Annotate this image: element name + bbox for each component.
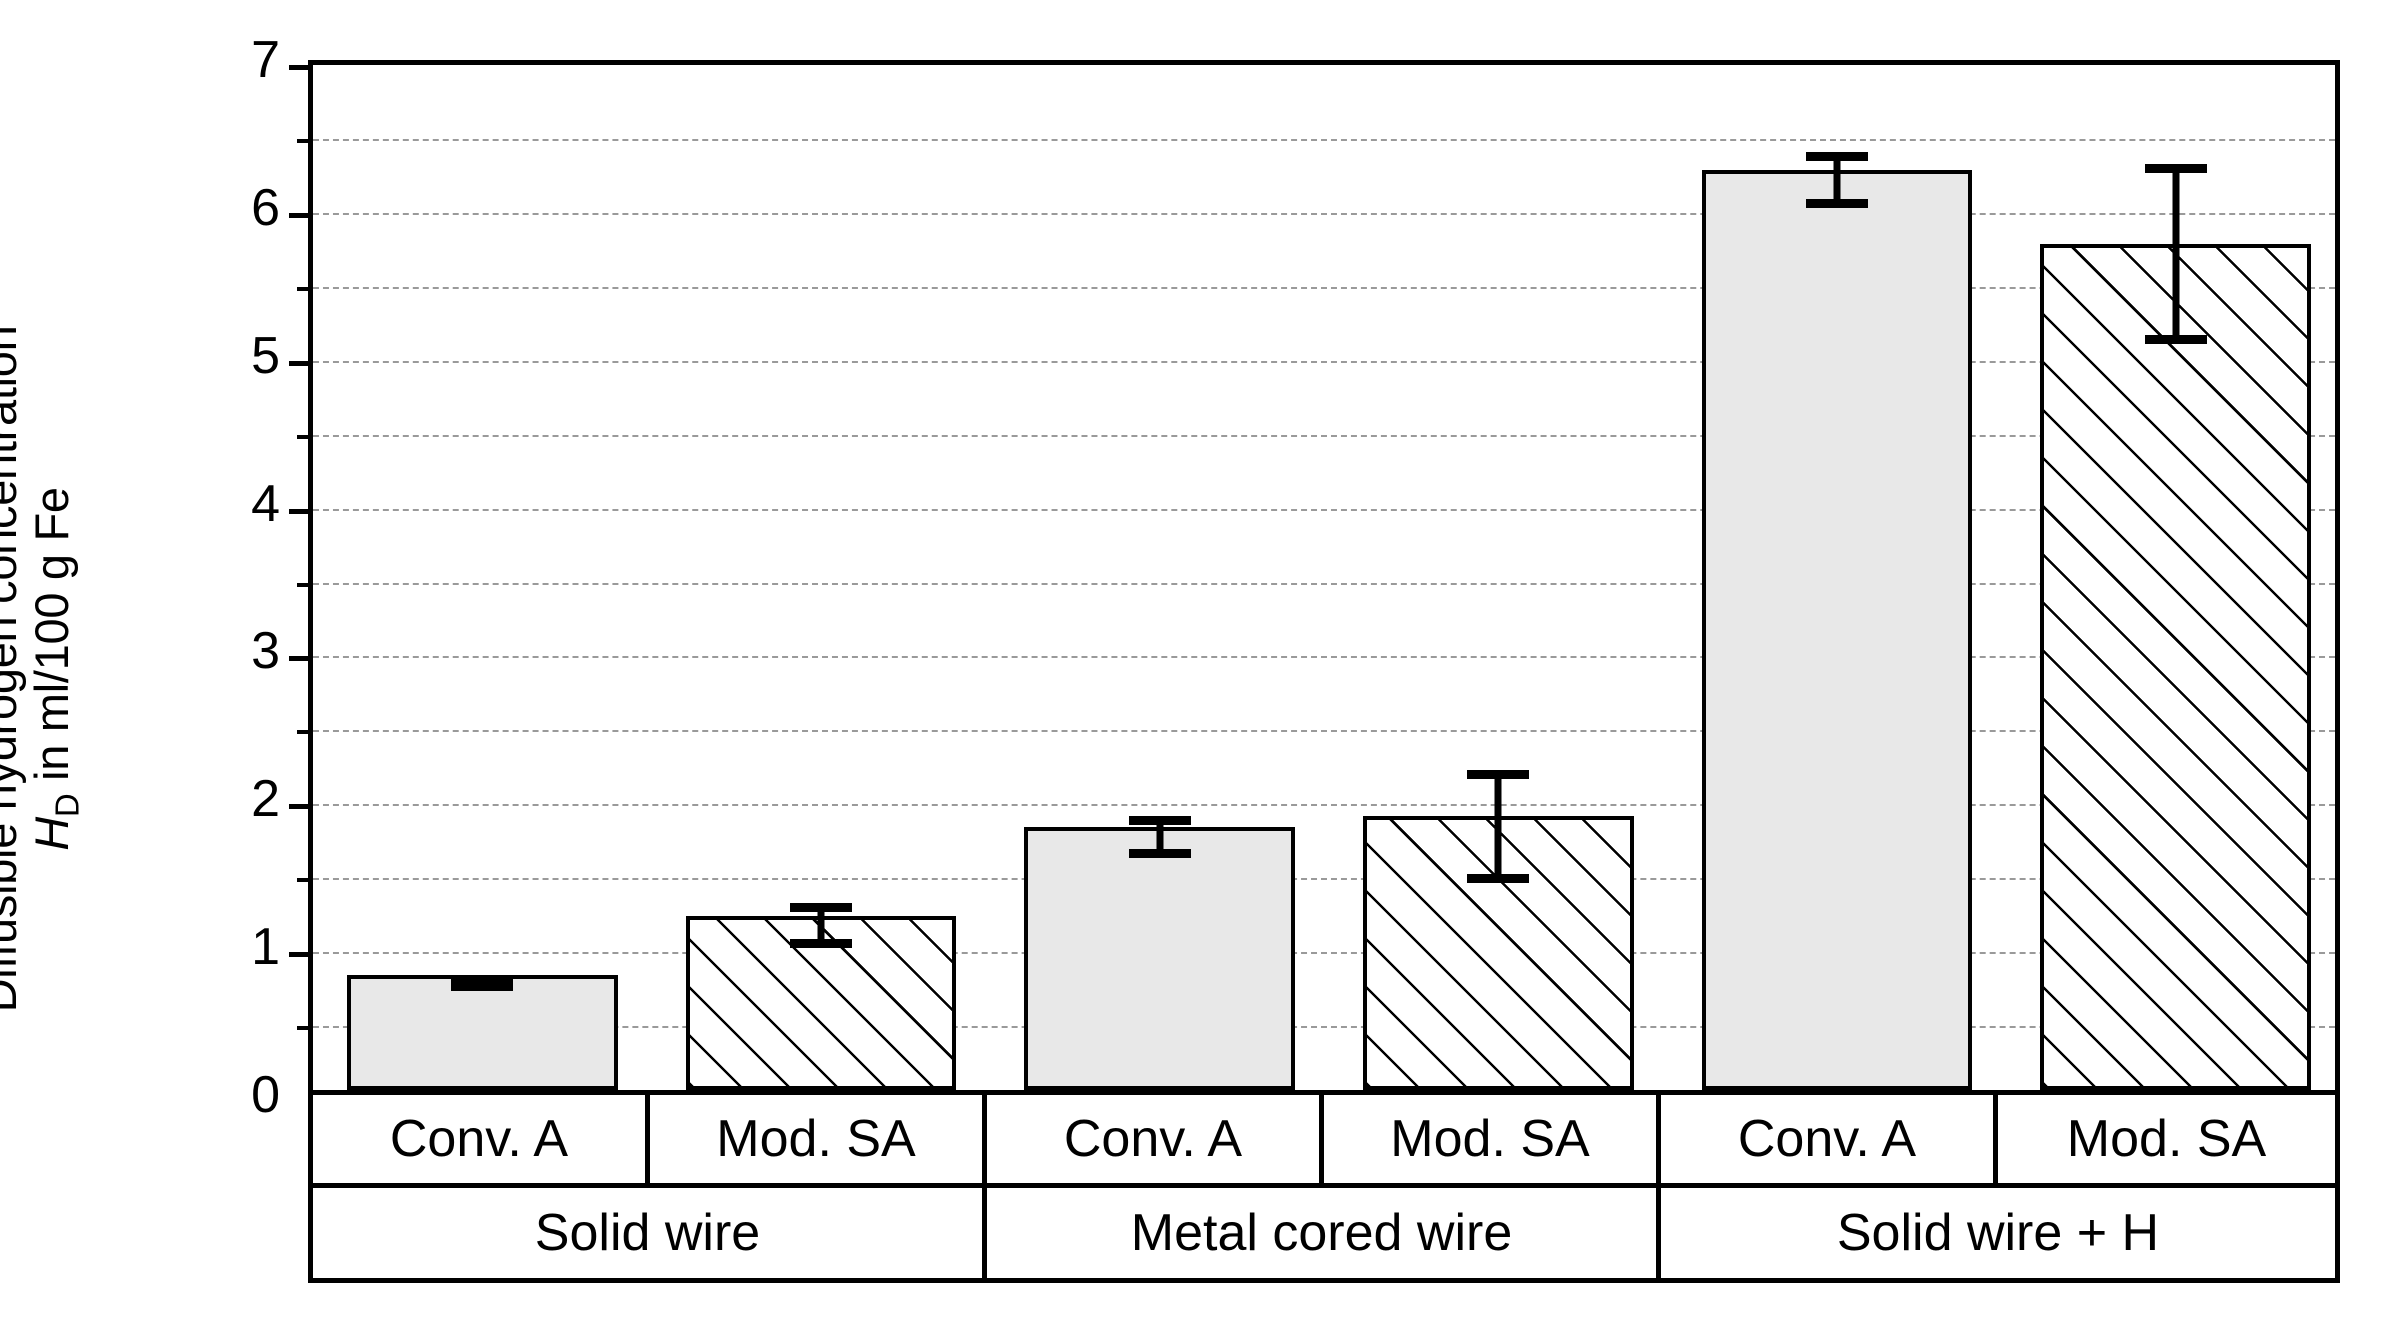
y-axis-title-line2: HD in ml/100 g Fe (25, 487, 86, 851)
error-bar-cap-top (1467, 770, 1530, 780)
gridline (313, 952, 2335, 955)
gridline (313, 508, 2335, 511)
error-bar (1458, 770, 1538, 883)
y-axis-tick-label: 7 (251, 31, 280, 89)
y-axis-tick-major (289, 804, 313, 810)
y-axis-tick-minor (297, 582, 313, 587)
error-bar-cap-bottom (790, 938, 852, 948)
gridline (313, 582, 2335, 585)
y-axis-tick-label: 5 (251, 326, 280, 385)
gridline (313, 286, 2335, 289)
gridline (313, 730, 2335, 733)
gridline (313, 212, 2335, 215)
y-axis-title-line1: Diffusible hydrogen concentration (0, 325, 26, 1013)
error-bar-line (1833, 152, 1841, 209)
error-bar-cap-top (2144, 164, 2207, 174)
error-bar-cap-bottom (451, 981, 514, 991)
plot-area (289, 60, 2340, 1095)
y-axis-title-subscript: D (48, 793, 86, 818)
y-axis-tick-minor (297, 730, 313, 735)
category-cell-variant: Conv. A (1661, 1095, 1998, 1183)
gridline (313, 804, 2335, 807)
y-axis-tick-major (289, 360, 313, 366)
error-bar-cap-bottom (2144, 335, 2207, 345)
error-bar-line (1494, 770, 1502, 883)
y-axis-tick-minor (297, 286, 313, 291)
y-axis-tick-major (289, 65, 313, 70)
y-axis-tick-label: 4 (251, 474, 280, 533)
y-axis-tick-minor (297, 1026, 313, 1031)
y-axis-tick-major (289, 212, 313, 218)
bar (346, 974, 618, 1090)
y-axis-tick-minor (297, 878, 313, 883)
y-axis-tick-major (289, 952, 313, 958)
error-bar-cap-top (1128, 816, 1191, 826)
gridline (313, 656, 2335, 659)
y-axis-tick-label: 1 (251, 918, 280, 977)
gridline (313, 138, 2335, 141)
category-cell-group: Solid wire + H (1836, 1204, 2160, 1262)
category-cell-variant: Conv. A (987, 1095, 1324, 1183)
error-bar-line (1156, 816, 1164, 858)
category-cell-group: Metal cored wire (987, 1188, 1661, 1278)
gridline (313, 1026, 2335, 1029)
y-axis-title-units: in ml/100 g Fe (25, 487, 79, 794)
y-axis-tick-label: 3 (251, 622, 280, 681)
y-axis-tick-label: 0 (251, 1066, 280, 1124)
error-bar (1797, 152, 1877, 209)
error-bar-cap-bottom (1128, 848, 1191, 858)
error-bar-cap-bottom (1467, 873, 1530, 883)
y-axis-title: Diffusible hydrogen concentration HD in … (0, 0, 200, 1338)
error-bar-line (2172, 164, 2180, 345)
y-axis-tick-minor (297, 138, 313, 143)
error-bar (781, 903, 861, 948)
error-bar-cap-top (790, 903, 852, 913)
bar (2040, 244, 2312, 1090)
category-cell-variant: Mod. SA (2066, 1110, 2267, 1168)
category-cell-variant: Mod. SA (1324, 1095, 1661, 1183)
error-bar-cap-bottom (1806, 199, 1868, 209)
y-axis-tick-label: 2 (251, 770, 280, 829)
category-cell-variant: Conv. A (313, 1095, 650, 1183)
error-bar (1120, 816, 1200, 858)
error-bar (442, 978, 522, 991)
gridline (313, 878, 2335, 881)
gridline (313, 360, 2335, 363)
error-bar (2136, 164, 2216, 345)
category-cell-group: Solid wire (313, 1188, 987, 1278)
error-bar-line (817, 903, 825, 948)
y-axis-tick-label: 6 (251, 178, 280, 237)
bar (1701, 170, 1973, 1090)
error-bar-cap-top (1806, 152, 1868, 162)
y-axis-title-symbol: H (25, 817, 79, 851)
y-axis-tick-major (289, 508, 313, 514)
category-cell-variant: Mod. SA (650, 1095, 987, 1183)
bar (1024, 826, 1296, 1090)
y-axis-tick-major (289, 656, 313, 662)
gridline (313, 434, 2335, 437)
y-axis-tick-minor (297, 434, 313, 439)
